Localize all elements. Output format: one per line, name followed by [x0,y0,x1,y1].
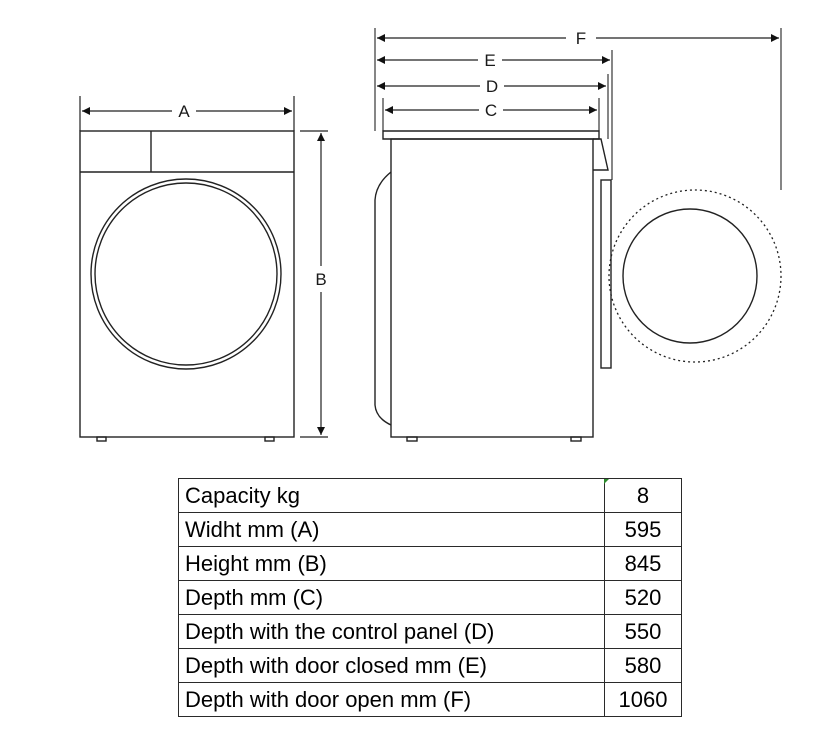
side-door-edge [600,179,612,369]
side-extension-lines [374,28,782,190]
dimension-c-label: C [485,101,497,120]
dimension-a-label: A [178,102,190,121]
dimension-d-label: D [486,77,498,96]
front-door-outer [90,178,282,370]
front-view [79,130,295,442]
dimension-e-label: E [484,51,495,70]
side-top-plate [382,130,600,140]
cell-comment-marker [604,479,609,484]
open-door [608,189,782,363]
table-row: Depth mm (C) 520 [178,580,682,615]
front-foot-left [96,436,107,442]
spec-label: Depth with door open mm (F) [178,682,605,717]
front-foot-right [264,436,275,442]
spec-label: Capacity kg [178,478,605,513]
spec-table: Capacity kg 8 Widht mm (A) 595 Height mm… [178,478,682,717]
spec-value: 595 [604,512,682,547]
front-body [79,130,295,438]
side-body [390,138,594,438]
side-foot-right [570,436,582,442]
spec-label: Depth with the control panel (D) [178,614,605,649]
dimension-f-label: F [576,29,586,48]
side-control-panel [593,138,609,171]
table-row: Widht mm (A) 595 [178,512,682,547]
side-view [374,130,612,442]
spec-value: 520 [604,580,682,615]
spec-label: Depth mm (C) [178,580,605,615]
dimension-b [300,130,328,438]
spec-label: Depth with door closed mm (E) [178,648,605,683]
open-door-glass [622,208,758,344]
front-door-inner [94,182,278,366]
spec-value: 845 [604,546,682,581]
dimension-drawing: A B F E [79,28,782,442]
spec-value: 550 [604,614,682,649]
dimension-a [79,96,295,131]
open-door-swing-path [608,189,782,363]
side-foot-left [406,436,418,442]
table-row: Depth with door open mm (F) 1060 [178,682,682,717]
spec-value: 1060 [604,682,682,717]
side-back-bulge [374,171,392,426]
spec-label: Height mm (B) [178,546,605,581]
spec-label: Widht mm (A) [178,512,605,547]
table-row: Depth with door closed mm (E) 580 [178,648,682,683]
table-row: Height mm (B) 845 [178,546,682,581]
spec-value: 8 [604,478,682,513]
dimension-b-label: B [315,270,326,289]
table-row: Depth with the control panel (D) 550 [178,614,682,649]
spec-value: 580 [604,648,682,683]
